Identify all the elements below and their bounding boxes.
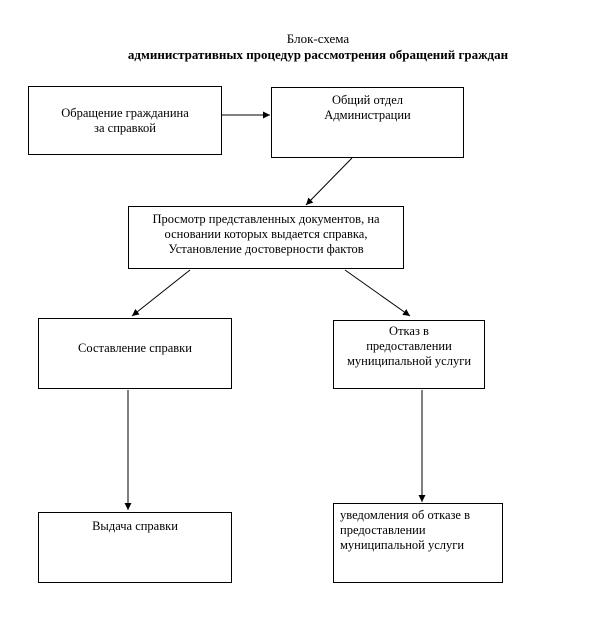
general-dept-box: Общий отдел Администрации bbox=[271, 87, 464, 158]
refusal-line-1: Отказ в bbox=[389, 324, 429, 338]
refusal-line-3: муниципальной услуги bbox=[346, 354, 472, 368]
arrow-dept-to-review bbox=[305, 157, 353, 206]
refusal-line-2: предоставлении bbox=[366, 339, 452, 353]
arrow-review-to-refusal bbox=[344, 269, 411, 317]
request-line-1: Обращение гражданина bbox=[61, 106, 189, 120]
issue-box: Выдача справки bbox=[38, 512, 232, 583]
review-line-2: основании которых выдается справка, bbox=[164, 227, 368, 241]
notice-line-2: предоставлении bbox=[340, 523, 426, 537]
general-dept-line-2: Администрации bbox=[324, 108, 411, 122]
request-box: Обращение гражданина за справкой bbox=[28, 86, 222, 155]
review-box: Просмотр представленных документов, на о… bbox=[128, 206, 404, 269]
diagram-subtitle: административных процедур рассмотрения о… bbox=[127, 47, 509, 62]
diagram-title: Блок-схема bbox=[286, 31, 350, 46]
issue-line-1: Выдача справки bbox=[92, 519, 178, 533]
notice-box: уведомления об отказе в предоставлении м… bbox=[333, 503, 503, 583]
refusal-box: Отказ в предоставлении муниципальной усл… bbox=[333, 320, 485, 389]
notice-line-3: муниципальной услуги bbox=[340, 538, 465, 552]
compose-box: Составление справки bbox=[38, 318, 232, 389]
notice-line-1: уведомления об отказе в bbox=[340, 508, 471, 522]
compose-line-1: Составление справки bbox=[78, 341, 192, 355]
review-line-3: Установление достоверности фактов bbox=[168, 242, 364, 256]
arrow-review-to-compose bbox=[131, 269, 191, 317]
request-line-2: за справкой bbox=[94, 121, 156, 135]
review-line-1: Просмотр представленных документов, на bbox=[152, 212, 380, 226]
general-dept-line-1: Общий отдел bbox=[331, 93, 404, 107]
